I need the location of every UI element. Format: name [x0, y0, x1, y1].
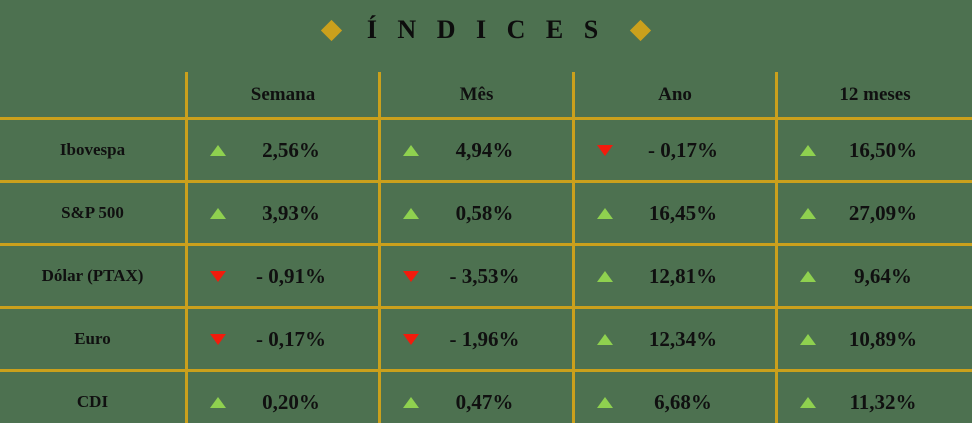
column-header-semana: Semana [185, 72, 378, 117]
cell-euro-12-meses: 10,89% [775, 309, 972, 369]
cell-sp500-12-meses: 27,09% [775, 183, 972, 243]
arrow-up-icon [800, 396, 816, 408]
page-title-text: Í N D I C E S [366, 15, 606, 44]
cell-euro-semana: - 0,17% [185, 309, 378, 369]
cell-ibovespa-semana: 2,56% [185, 120, 378, 180]
arrow-down-icon [403, 333, 419, 345]
column-header-mes-label: Mês [459, 83, 494, 105]
cell-value: 4,94% [455, 137, 514, 162]
arrow-up-icon [800, 144, 816, 156]
table-row: Euro - 0,17% - 1,96% 12,34% [0, 309, 972, 369]
cell-dolar-12-meses: 9,64% [775, 246, 972, 306]
cell-value: 12,34% [648, 326, 718, 351]
table-divider [0, 243, 972, 246]
arrow-up-icon [210, 207, 226, 219]
column-header-semana-label: Semana [250, 83, 316, 105]
cell-value: 11,32% [849, 389, 917, 414]
cell-value: 10,89% [848, 326, 918, 351]
row-label-cdi: CDI [0, 372, 185, 423]
cell-value: - 0,17% [648, 137, 718, 162]
column-header-ano-label: Ano [658, 83, 692, 105]
arrow-up-icon [597, 270, 613, 282]
diamond-icon-right [630, 19, 652, 41]
cell-value: 0,47% [455, 389, 514, 414]
arrow-up-icon [800, 270, 816, 282]
cell-ibovespa-12-meses: 16,50% [775, 120, 972, 180]
arrow-up-icon [800, 207, 816, 219]
row-label-text: CDI [76, 392, 109, 411]
cell-sp500-semana: 3,93% [185, 183, 378, 243]
table-divider [0, 180, 972, 183]
arrow-up-icon [403, 207, 419, 219]
cell-sp500-mes: 0,58% [378, 183, 572, 243]
arrow-down-icon [210, 270, 226, 282]
arrow-up-icon [800, 333, 816, 345]
cell-value: 3,93% [262, 200, 320, 225]
cell-value: 27,09% [848, 200, 918, 225]
indices-table: Semana Mês Ano 12 meses Ibovespa 2,56% [0, 72, 972, 423]
cell-value: 2,56% [262, 137, 320, 162]
arrow-down-icon [210, 333, 226, 345]
table-corner-cell [0, 72, 185, 117]
cell-value: - 0,91% [256, 263, 326, 288]
table-row: CDI 0,20% 0,47% 6,68% [0, 372, 972, 423]
cell-value: 16,45% [648, 200, 718, 225]
arrow-up-icon [403, 144, 419, 156]
cell-sp500-ano: 16,45% [572, 183, 775, 243]
cell-value: 9,64% [854, 263, 912, 288]
arrow-down-icon [403, 270, 419, 282]
table-header-row: Semana Mês Ano 12 meses [0, 72, 972, 117]
column-header-ano: Ano [572, 72, 775, 117]
cell-value: 6,68% [654, 389, 712, 414]
cell-cdi-mes: 0,47% [378, 372, 572, 423]
row-label-euro: Euro [0, 309, 185, 369]
column-header-mes: Mês [378, 72, 572, 117]
cell-cdi-ano: 6,68% [572, 372, 775, 423]
arrow-up-icon [403, 396, 419, 408]
cell-value: - 0,17% [256, 326, 326, 351]
cell-euro-ano: 12,34% [572, 309, 775, 369]
cell-dolar-mes: - 3,53% [378, 246, 572, 306]
row-label-ibovespa: Ibovespa [0, 120, 185, 180]
arrow-up-icon [597, 207, 613, 219]
cell-cdi-semana: 0,20% [185, 372, 378, 423]
page-title: Í N D I C E S [0, 0, 972, 60]
row-label-dolar-ptax: Dólar (PTAX) [0, 246, 185, 306]
row-label-text: S&P 500 [61, 203, 124, 222]
cell-value: 0,20% [262, 389, 320, 414]
arrow-up-icon [210, 396, 226, 408]
table-row: Ibovespa 2,56% 4,94% - 0,17% [0, 120, 972, 180]
column-header-12-meses-label: 12 meses [839, 83, 911, 105]
table-divider [0, 369, 972, 372]
row-label-text: Dólar (PTAX) [41, 266, 144, 285]
arrow-up-icon [210, 144, 226, 156]
arrow-up-icon [597, 396, 613, 408]
row-label-sp500: S&P 500 [0, 183, 185, 243]
table-divider [0, 306, 972, 309]
table-row: Dólar (PTAX) - 0,91% - 3,53% 12,81% [0, 246, 972, 306]
cell-value: - 3,53% [449, 263, 520, 288]
arrow-up-icon [597, 333, 613, 345]
cell-dolar-semana: - 0,91% [185, 246, 378, 306]
cell-ibovespa-ano: - 0,17% [572, 120, 775, 180]
row-label-text: Euro [74, 329, 111, 348]
cell-value: - 1,96% [449, 326, 520, 351]
cell-cdi-12-meses: 11,32% [775, 372, 972, 423]
row-label-text: Ibovespa [59, 140, 126, 159]
cell-value: 12,81% [648, 263, 718, 288]
cell-value: 16,50% [848, 137, 918, 162]
column-header-12-meses: 12 meses [775, 72, 972, 117]
cell-ibovespa-mes: 4,94% [378, 120, 572, 180]
table-row: S&P 500 3,93% 0,58% 16,45% [0, 183, 972, 243]
cell-value: 0,58% [455, 200, 514, 225]
cell-euro-mes: - 1,96% [378, 309, 572, 369]
table-divider [0, 117, 972, 120]
arrow-down-icon [597, 144, 613, 156]
diamond-icon-left [320, 19, 342, 41]
cell-dolar-ano: 12,81% [572, 246, 775, 306]
